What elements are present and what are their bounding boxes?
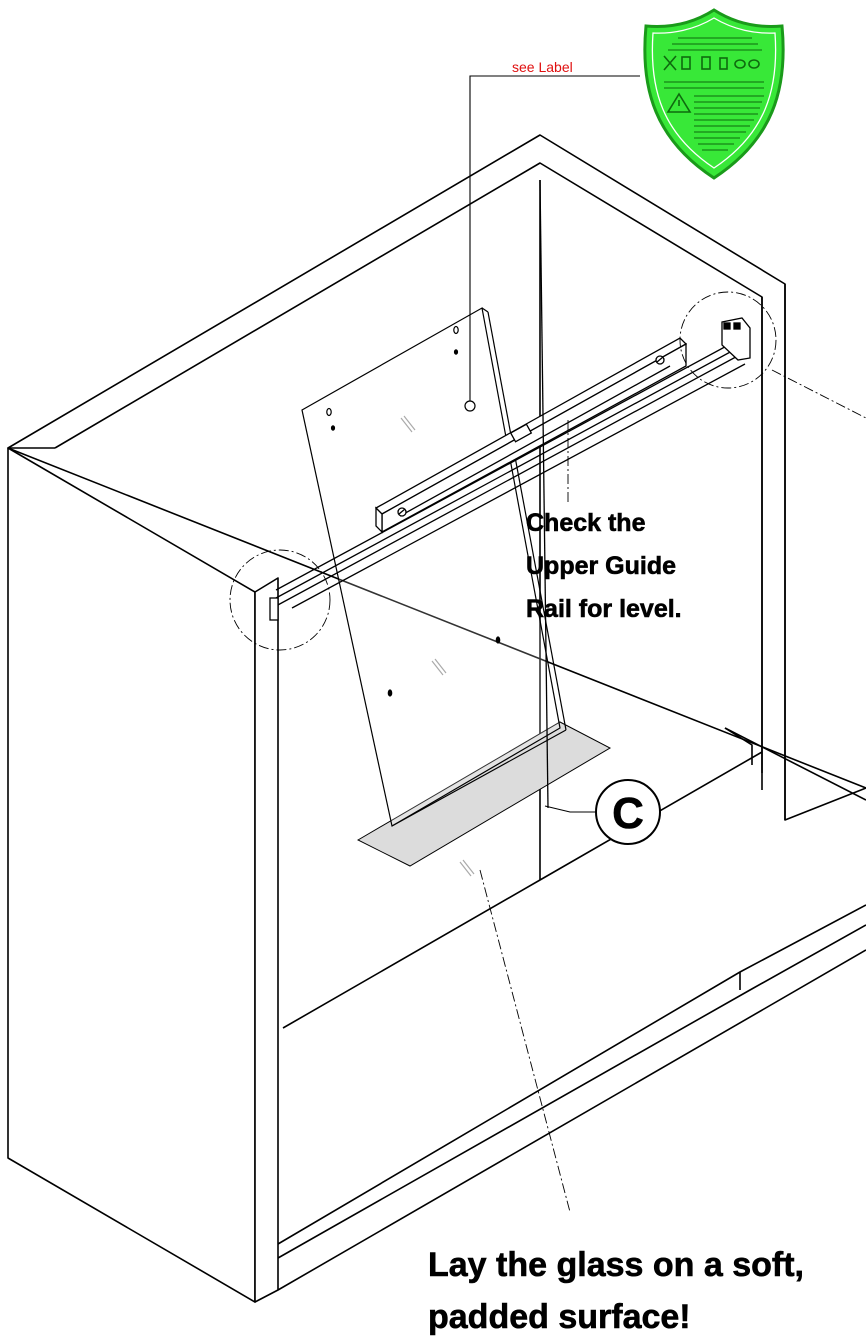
glass-hole [495, 636, 501, 644]
shield-inner-border [651, 17, 777, 169]
rail-note-line-2: Upper Guide [526, 552, 676, 580]
spirit-level [374, 337, 688, 534]
rail-right-endcap-slot [723, 322, 731, 330]
rail-right-endcap-slot [733, 322, 741, 330]
glass-reflection [434, 658, 447, 674]
level-vial-mark [656, 356, 664, 363]
frame-left-panel-edge [254, 577, 279, 1303]
shield-text-lines [664, 37, 764, 151]
level-stripe [399, 365, 671, 517]
frame-base-top [277, 924, 866, 1259]
part-marker-leader [544, 805, 596, 813]
glass-hole [387, 689, 393, 697]
glass-panel [301, 307, 567, 877]
rail-edge [275, 343, 746, 599]
shield-pictograms [663, 55, 760, 71]
glass-reflection [462, 859, 475, 875]
glass-panel-outline [301, 307, 561, 827]
glass-hole [453, 325, 459, 335]
glass-reflection [459, 861, 472, 877]
part-marker-circle [595, 779, 661, 845]
glass-reflection [400, 417, 413, 433]
enclosure-frame [7, 134, 866, 1303]
level-vial-mark [398, 508, 406, 515]
level-body-side [375, 506, 383, 534]
shield-label [643, 8, 785, 180]
back-wall-line [539, 179, 549, 809]
frame-left-panel [7, 447, 256, 1303]
curb-lip [724, 727, 753, 765]
bottom-note-line-2: padded surface! [428, 1298, 691, 1336]
shield-icon [643, 8, 785, 180]
level-center-vial [509, 423, 533, 443]
detail-circle-left [229, 549, 331, 651]
bottom-note-line-1: Lay the glass on a soft, [428, 1246, 804, 1284]
label-leader-line [469, 75, 640, 404]
glass-reflection [431, 660, 444, 676]
curb-lip-2 [724, 727, 866, 801]
rail-note-line-1: Check the [526, 509, 646, 537]
glass-panel-thickness [481, 307, 489, 313]
upper-guide-rail [269, 317, 751, 621]
rail-edge [275, 335, 746, 591]
frame-base-bottom [277, 949, 866, 1291]
rail-edge [275, 351, 746, 607]
label-callout-text: see Label [512, 59, 573, 75]
detail-circle-right [679, 291, 777, 389]
rail-edge [291, 363, 746, 609]
glass-panel-thickness-2 [487, 311, 567, 731]
glass-hole [326, 407, 332, 417]
shield-warning-icon [666, 92, 692, 113]
rail-left-bracket [269, 597, 279, 621]
glass-hole [330, 425, 336, 431]
pad-note-leader [479, 869, 571, 1213]
glass-reflection [403, 415, 416, 431]
label-leader-dot [464, 400, 476, 412]
glass-panel-bottom [391, 729, 567, 827]
frame-base-front [277, 904, 866, 1245]
part-marker-letter: C [612, 789, 644, 838]
glass-hole [453, 349, 459, 355]
rail-note-line-3: Rail for level. [526, 595, 682, 623]
detail-leader-right [771, 369, 866, 419]
